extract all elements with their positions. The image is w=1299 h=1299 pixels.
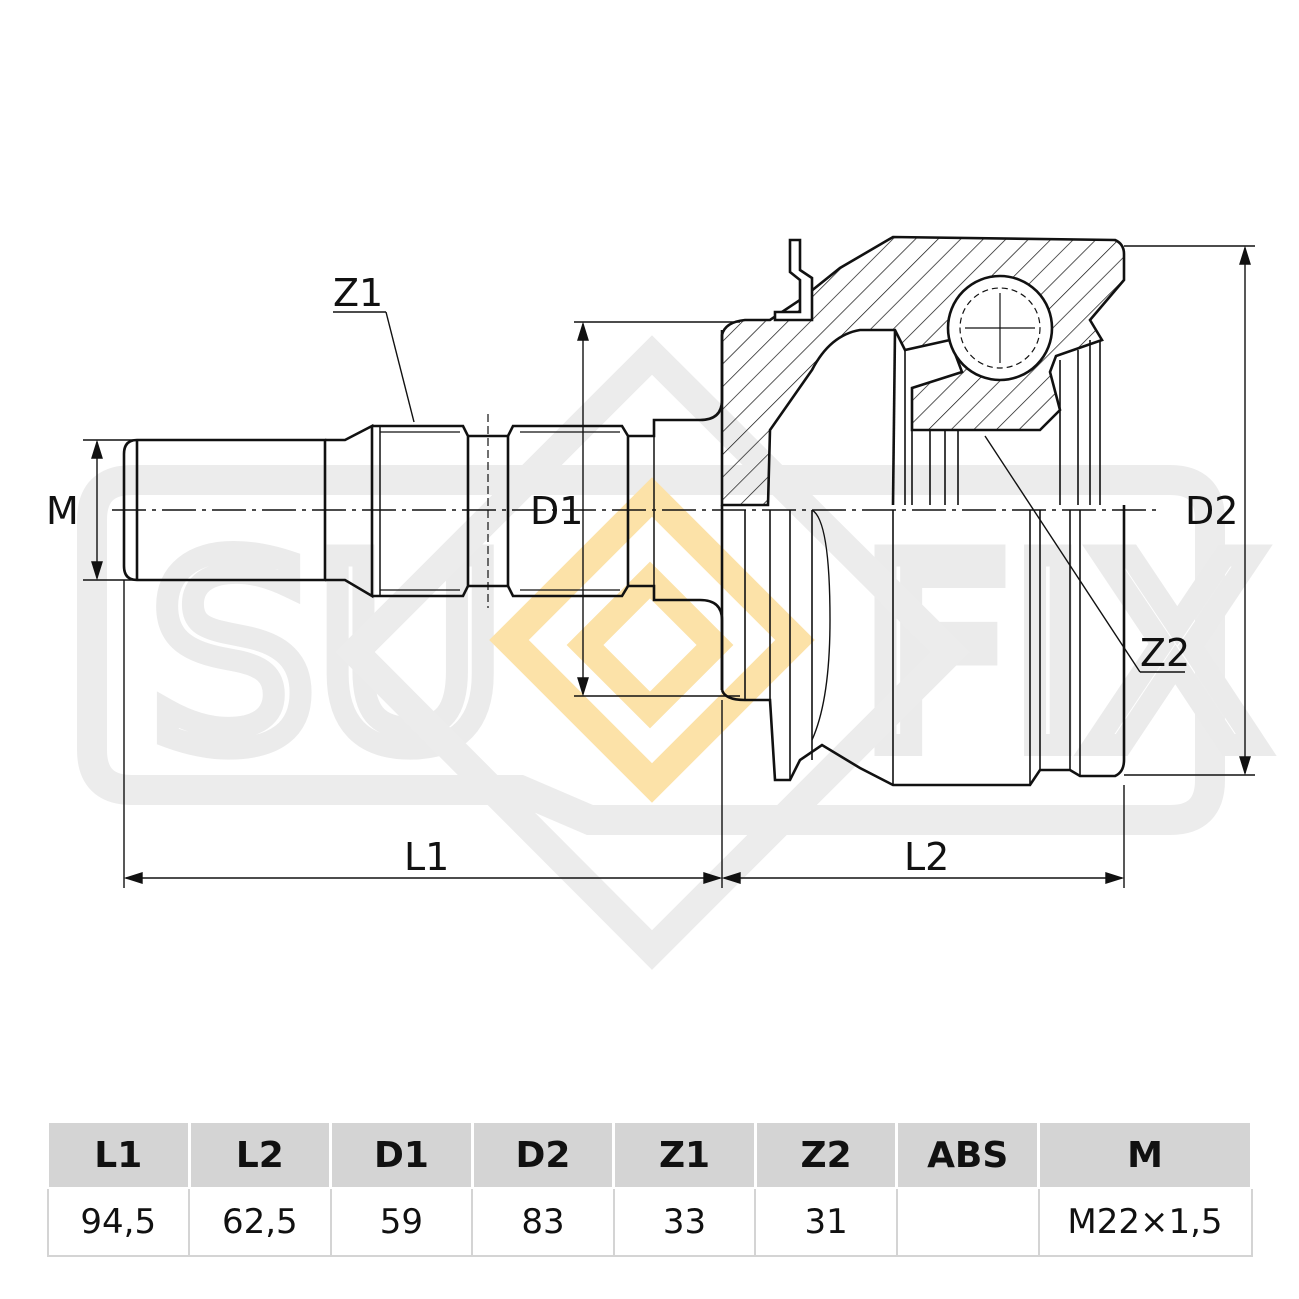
watermark-text-right: FIX bbox=[860, 505, 1264, 807]
header-d1: D1 bbox=[329, 1121, 474, 1189]
value-d1: 59 bbox=[329, 1187, 474, 1257]
value-l2: 62,5 bbox=[188, 1187, 332, 1257]
watermark: SU FIX bbox=[77, 335, 1275, 970]
value-l1: 94,5 bbox=[46, 1187, 191, 1257]
value-m: M22×1,5 bbox=[1037, 1187, 1253, 1257]
value-z1: 33 bbox=[612, 1187, 757, 1257]
specs-value-row: 94,5 62,5 59 83 33 31 M22×1,5 bbox=[46, 1187, 1253, 1257]
label-z1: Z1 bbox=[333, 271, 383, 315]
specs-header-row: L1 L2 D1 D2 Z1 Z2 ABS M bbox=[46, 1121, 1253, 1189]
joint-housing-exterior bbox=[720, 505, 1126, 787]
cv-joint-drawing: SU FIX bbox=[46, 235, 1275, 970]
dimension-labels: M D1 D2 Z1 Z2 L1 L2 bbox=[46, 271, 1238, 879]
value-abs bbox=[895, 1187, 1040, 1257]
header-d2: D2 bbox=[470, 1121, 616, 1189]
label-d2: D2 bbox=[1185, 489, 1238, 533]
header-l1: L1 bbox=[46, 1121, 191, 1189]
label-l2: L2 bbox=[904, 835, 949, 879]
label-d1: D1 bbox=[530, 489, 583, 533]
header-z2: Z2 bbox=[753, 1121, 899, 1189]
joint-housing-section bbox=[720, 235, 1126, 507]
label-m: M bbox=[46, 489, 79, 533]
dimension-lines bbox=[83, 245, 1255, 888]
label-z2: Z2 bbox=[1140, 631, 1190, 675]
value-z2: 31 bbox=[754, 1187, 898, 1257]
header-m: M bbox=[1037, 1121, 1253, 1189]
label-l1: L1 bbox=[404, 835, 449, 879]
specs-table: L1 L2 D1 D2 Z1 Z2 ABS M 94,5 62,5 59 83 … bbox=[46, 1121, 1253, 1257]
header-abs: ABS bbox=[895, 1121, 1040, 1189]
header-z1: Z1 bbox=[612, 1121, 757, 1189]
header-l2: L2 bbox=[187, 1121, 333, 1189]
value-d2: 83 bbox=[471, 1187, 615, 1257]
